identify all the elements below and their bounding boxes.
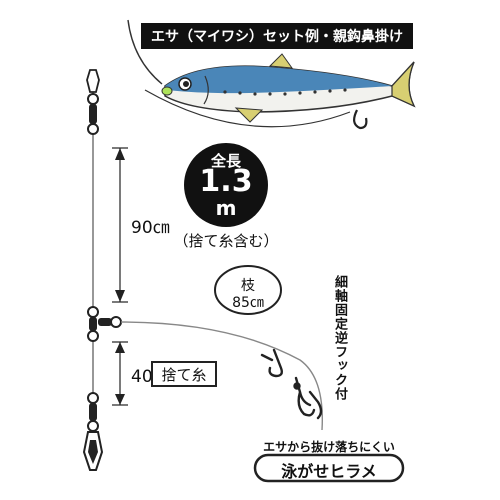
sute-ito-box: 捨て糸	[151, 361, 217, 387]
branch-bubble	[214, 265, 282, 315]
hook-note: 細軸固定逆フック付	[332, 275, 347, 401]
total-length-label: 全長	[210, 152, 241, 170]
upper-length-label: 90㎝	[131, 218, 170, 238]
top-snap-swivel-icon	[86, 69, 100, 135]
total-length-badge	[184, 143, 268, 227]
tagline-banner	[253, 453, 405, 483]
fish-tail-hook-icon	[353, 109, 368, 130]
total-length-value: 1.3	[199, 164, 253, 199]
tagline-sub: エサから抜け落ちにくい	[263, 440, 395, 454]
tagline-main: 泳がせヒラメ	[281, 462, 377, 481]
total-length-unit: m	[215, 196, 237, 220]
branch-label: 枝	[241, 278, 255, 294]
branch-line	[120, 321, 324, 431]
fish-leader-curve	[144, 89, 351, 128]
three-way-swivel-icon	[87, 306, 122, 342]
hook-icon	[260, 348, 323, 420]
branch-length: 85㎝	[232, 295, 264, 311]
sardine-icon	[161, 53, 416, 123]
upper-dimension-arrow	[112, 147, 128, 303]
bottom-snap-swivel-icon	[82, 392, 104, 471]
header-title: エサ（マイワシ）セット例・親鈎鼻掛け	[141, 23, 413, 49]
lower-dimension-arrow	[112, 341, 128, 406]
leader-line	[127, 19, 163, 85]
total-length-note: （捨て糸含む）	[173, 232, 279, 250]
